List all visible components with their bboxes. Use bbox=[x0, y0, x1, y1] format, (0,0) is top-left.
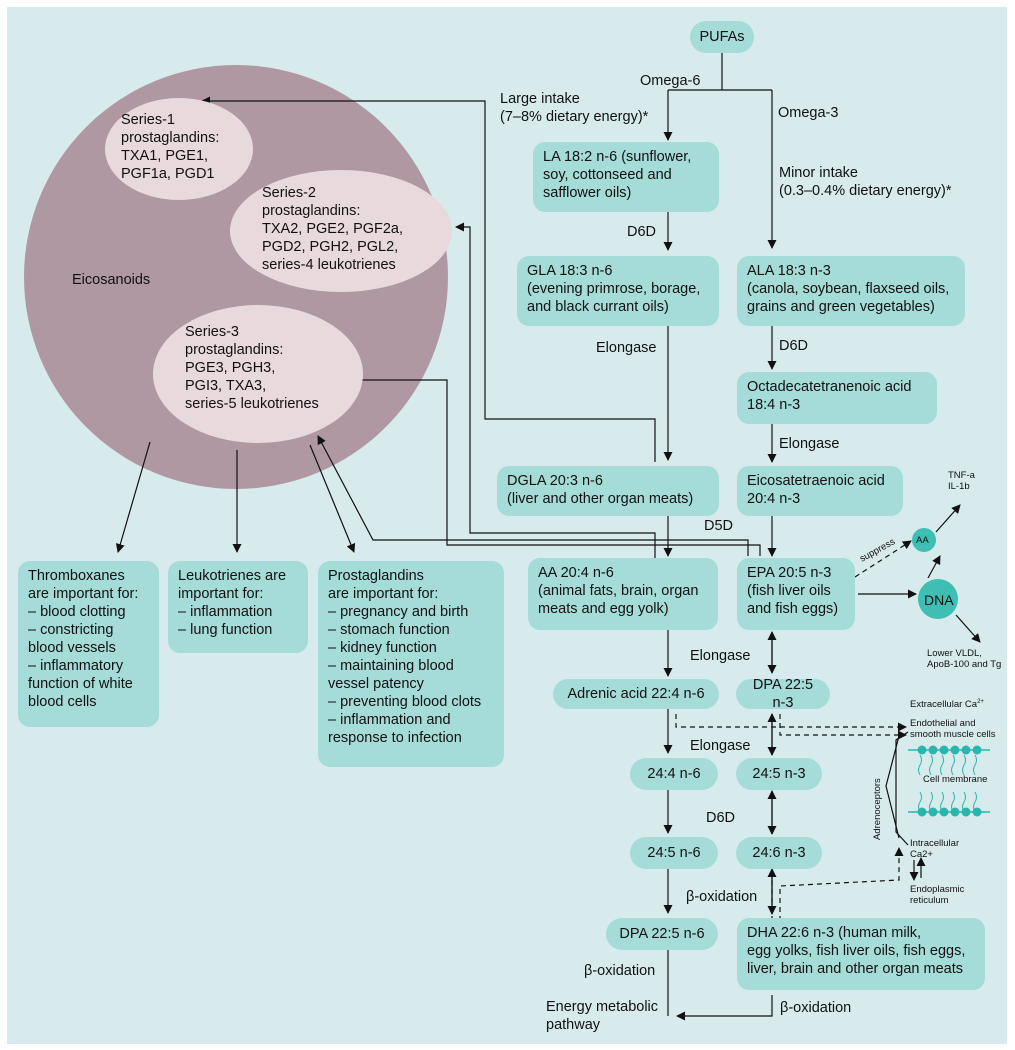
elongase-label-4: Elongase bbox=[690, 738, 751, 754]
beta-ox-label-1: β-oxidation bbox=[686, 889, 758, 905]
omega6-label: Omega-6 bbox=[640, 73, 701, 89]
dha-node: DHA 22:6 n-3 (human milk, egg yolks, fis… bbox=[737, 918, 985, 990]
245n3-node: 24:5 n-3 bbox=[736, 758, 822, 790]
adrenic-node: Adrenic acid 22:4 n-6 bbox=[553, 679, 719, 709]
thromboxanes-box: Thromboxanes are important for: – blood … bbox=[18, 561, 159, 727]
dna-circle bbox=[918, 579, 958, 619]
lower-vldl-label: Lower VLDL, ApoB-100 and Tg bbox=[927, 648, 1002, 670]
energy-label: Energy metabolic pathway bbox=[546, 999, 659, 1033]
dpa-n6-node: DPA 22:5 n-6 bbox=[606, 918, 718, 950]
series2-text: Series-2 prostaglandins: TXA2, PGE2, PGF… bbox=[262, 185, 404, 273]
aa-circle bbox=[912, 528, 936, 552]
octadecatetraenoic-node: Octadecatetranenoic acid 18:4 n-3 bbox=[737, 372, 937, 424]
dashed-arrows bbox=[675, 540, 912, 930]
er-label: Endoplasmic reticulum bbox=[910, 884, 965, 906]
leukotrienes-box: Leukotrienes are important for: – inflam… bbox=[168, 561, 308, 653]
245n6-node: 24:5 n-6 bbox=[630, 837, 718, 869]
extracellular-label: Extracellular Ca2+ bbox=[910, 699, 984, 711]
prostaglandins-box: Prostaglandins are important for: – preg… bbox=[318, 561, 504, 767]
d5d-label: D5D bbox=[704, 518, 734, 534]
series3-text: Series-3 prostaglandins: PGE3, PGH3, PGI… bbox=[185, 324, 319, 412]
minor-intake-label: Minor intake (0.3–0.4% dietary energy)* bbox=[779, 165, 952, 199]
aa-circle-label: AA bbox=[916, 535, 929, 546]
tnf-label: TNF-a IL-1b bbox=[948, 470, 975, 492]
phospholipid-heads bbox=[917, 745, 982, 817]
dgla-node: DGLA 20:3 n-6 (liver and other organ mea… bbox=[497, 466, 719, 516]
eicosanoids-label: Eicosanoids bbox=[72, 272, 151, 288]
cell-membrane-label: Cell membrane bbox=[923, 774, 988, 785]
arrows bbox=[115, 52, 990, 1021]
omega3-label: Omega-3 bbox=[778, 105, 839, 121]
246n3-node: 24:6 n-3 bbox=[736, 837, 822, 869]
dpa-n3-node: DPA 22:5 n-3 bbox=[736, 677, 830, 711]
beta-ox-label-3: β-oxidation bbox=[780, 1000, 852, 1016]
d6d-label-3: D6D bbox=[706, 810, 736, 826]
series1-text: Series-1 prostaglandins: TXA1, PGE1, PGF… bbox=[121, 112, 220, 182]
elongase-label-3: Elongase bbox=[690, 648, 751, 664]
adrenoceptors-label: Adrenoceptors bbox=[872, 778, 883, 840]
elongase-label-1: Elongase bbox=[596, 340, 657, 356]
phospholipid-tails bbox=[918, 754, 977, 813]
epa-node: EPA 20:5 n-3 (fish liver oils and fish e… bbox=[737, 558, 855, 630]
d6d-label-2: D6D bbox=[779, 338, 809, 354]
endothelial-label: Endothelial and smooth muscle cells bbox=[910, 718, 996, 740]
beta-ox-label-2: β-oxidation bbox=[584, 963, 656, 979]
series2-ellipse: Series-2 prostaglandins: TXA2, PGE2, PGF… bbox=[230, 170, 452, 292]
d6d-label-1: D6D bbox=[627, 224, 657, 240]
la-node: LA 18:2 n-6 (sunflower, soy, cottonseed … bbox=[533, 142, 719, 212]
gla-node: GLA 18:3 n-6 (evening primrose, borage, … bbox=[517, 256, 719, 326]
dna-label: DNA bbox=[924, 592, 954, 608]
ala-node: ALA 18:3 n-3 (canola, soybean, flaxseed … bbox=[737, 256, 965, 326]
series1-ellipse: Series-1 prostaglandins: TXA1, PGE1, PGF… bbox=[105, 98, 253, 200]
series3-ellipse: Series-3 prostaglandins: PGE3, PGH3, PGI… bbox=[153, 305, 363, 443]
large-intake-label: Large intake (7–8% dietary energy)* bbox=[500, 91, 649, 125]
eicosatetraenoic-node: Eicosatetraenoic acid 20:4 n-3 bbox=[737, 466, 903, 516]
244n6-node: 24:4 n-6 bbox=[630, 758, 718, 790]
elongase-label-2: Elongase bbox=[779, 436, 840, 452]
intracellular-label: Intracellular Ca2+ bbox=[910, 838, 960, 860]
pufas-node: PUFAs bbox=[690, 21, 754, 53]
aa-node: AA 20:4 n-6 (animal fats, brain, organ m… bbox=[528, 558, 718, 630]
